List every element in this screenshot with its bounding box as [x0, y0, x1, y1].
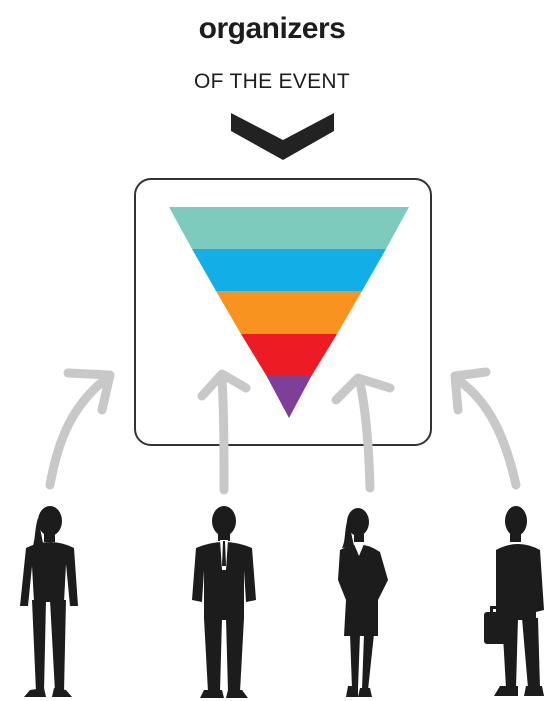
arrow-1: [45, 368, 115, 490]
arrow-4: [450, 367, 521, 490]
funnel-layer-5: [266, 375, 312, 418]
funnel-layer-3: [216, 291, 362, 334]
woman-silhouette: [20, 506, 78, 697]
arrow-2: [197, 369, 251, 495]
funnel: [169, 207, 409, 418]
chevron-down-icon: [231, 113, 334, 160]
title: organizers: [198, 12, 346, 45]
funnel-layer-1: [169, 207, 409, 249]
funnel-layer-4: [241, 334, 337, 375]
arrow-3: [331, 373, 395, 493]
man-with-briefcase-silhouette: [484, 506, 544, 696]
subtitle: OF THE EVENT: [193, 70, 351, 93]
businesswoman-silhouette: [338, 508, 388, 697]
businessman-silhouette: [192, 506, 256, 698]
funnel-layer-2: [192, 249, 386, 291]
